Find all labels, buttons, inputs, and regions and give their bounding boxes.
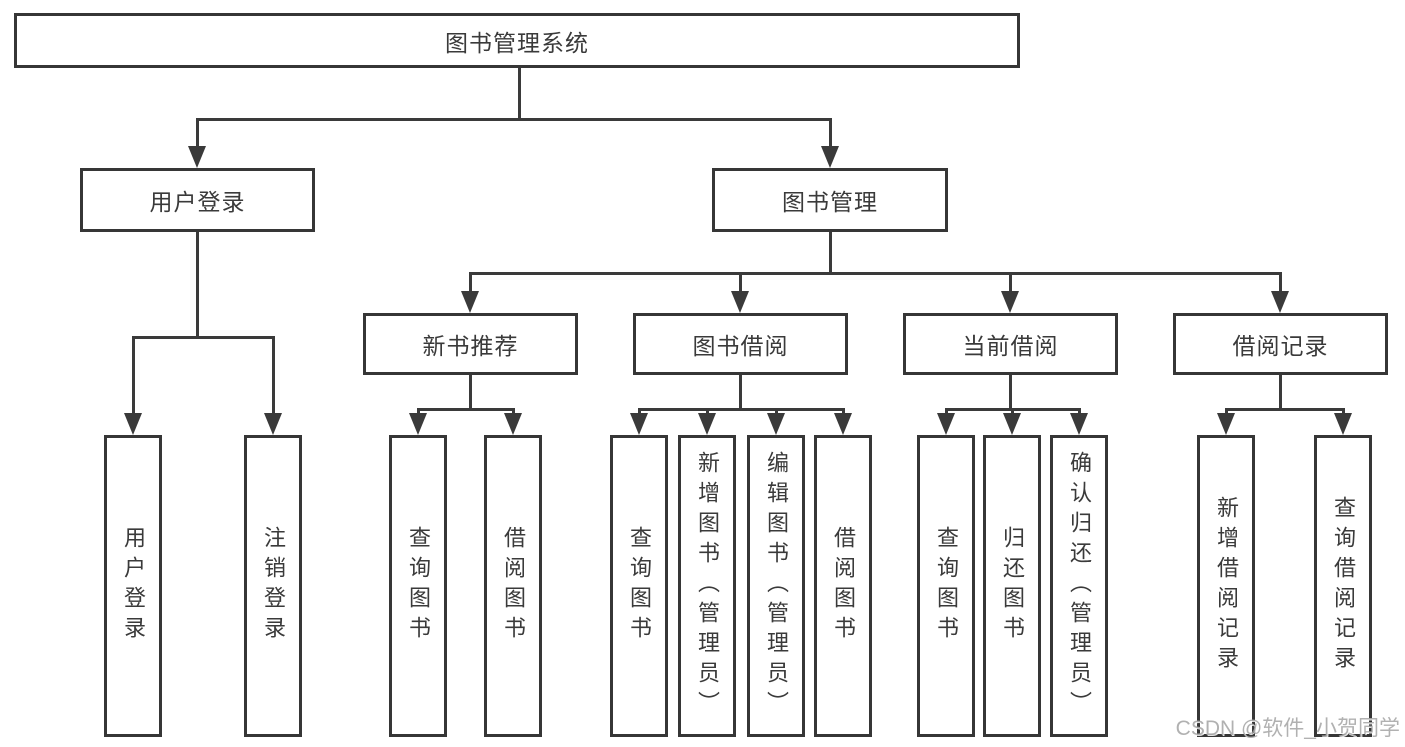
connector-line bbox=[945, 408, 948, 416]
connector-line bbox=[469, 375, 472, 408]
leaf-user-login: 用户登录 bbox=[104, 435, 162, 737]
connector-line bbox=[775, 408, 778, 416]
node-current-borrowing: 当前借阅 bbox=[903, 313, 1118, 375]
connector-line bbox=[417, 408, 515, 411]
leaf-label: 查询图书 bbox=[406, 526, 431, 646]
leaf-label: 确认归还（管理员） bbox=[1067, 451, 1092, 721]
leaf-label: 注销登录 bbox=[261, 526, 286, 646]
connector-line bbox=[739, 375, 742, 408]
arrowhead-down-icon bbox=[1001, 291, 1019, 313]
arrowhead-down-icon bbox=[461, 291, 479, 313]
connector-line bbox=[196, 118, 832, 121]
arrowhead-down-icon bbox=[188, 146, 206, 168]
node-label: 用户登录 bbox=[149, 189, 246, 215]
connector-line bbox=[638, 408, 641, 416]
arrowhead-down-icon bbox=[1217, 413, 1235, 435]
arrowhead-down-icon bbox=[124, 413, 142, 435]
leaf-label: 编辑图书（管理员） bbox=[764, 451, 789, 721]
node-label: 图书管理系统 bbox=[445, 29, 589, 56]
leaf-label: 归还图书 bbox=[1000, 526, 1025, 646]
node-label: 图书管理 bbox=[782, 189, 878, 215]
leaf-edit-books-admin: 编辑图书（管理员） bbox=[747, 435, 805, 737]
leaf-logout: 注销登录 bbox=[244, 435, 302, 737]
leaf-label: 借阅图书 bbox=[501, 526, 526, 646]
node-user-login-branch: 用户登录 bbox=[80, 168, 315, 232]
leaf-query-books-recommend: 查询图书 bbox=[389, 435, 447, 737]
connector-line bbox=[196, 118, 199, 150]
connector-line bbox=[1342, 408, 1345, 416]
connector-line bbox=[132, 336, 135, 415]
leaf-label: 查询借阅记录 bbox=[1331, 496, 1356, 676]
node-library-management-system: 图书管理系统 bbox=[14, 13, 1020, 68]
leaf-label: 查询图书 bbox=[627, 526, 652, 646]
connector-line bbox=[1009, 375, 1012, 408]
arrowhead-down-icon bbox=[698, 413, 716, 435]
leaf-confirm-return-admin: 确认归还（管理员） bbox=[1050, 435, 1108, 737]
connector-line bbox=[132, 336, 275, 339]
arrowhead-down-icon bbox=[937, 413, 955, 435]
connector-line bbox=[1279, 272, 1282, 293]
arrowhead-down-icon bbox=[264, 413, 282, 435]
leaf-query-borrow-record: 查询借阅记录 bbox=[1314, 435, 1372, 737]
connector-line bbox=[1225, 408, 1228, 416]
node-book-borrowing: 图书借阅 bbox=[633, 313, 848, 375]
node-label: 借阅记录 bbox=[1232, 333, 1329, 359]
arrowhead-down-icon bbox=[834, 413, 852, 435]
leaf-return-books: 归还图书 bbox=[983, 435, 1041, 737]
connector-line bbox=[842, 408, 845, 416]
arrowhead-down-icon bbox=[767, 413, 785, 435]
watermark: CSDN @软件_小贺同学 bbox=[1175, 717, 1400, 740]
leaf-add-books-admin: 新增图书（管理员） bbox=[678, 435, 736, 737]
arrowhead-down-icon bbox=[1334, 413, 1352, 435]
connector-line bbox=[1279, 375, 1282, 408]
node-book-management-branch: 图书管理 bbox=[712, 168, 948, 232]
connector-line bbox=[518, 68, 521, 118]
connector-line bbox=[829, 118, 832, 150]
connector-line bbox=[739, 272, 742, 293]
leaf-label: 新增借阅记录 bbox=[1214, 496, 1239, 676]
node-label: 新书推荐 bbox=[422, 333, 519, 359]
leaf-label: 借阅图书 bbox=[831, 526, 856, 646]
connector-line bbox=[196, 232, 199, 336]
connector-line bbox=[469, 272, 472, 293]
node-new-book-recommendation: 新书推荐 bbox=[363, 313, 578, 375]
leaf-query-books-current: 查询图书 bbox=[917, 435, 975, 737]
connector-line bbox=[1225, 408, 1345, 411]
connector-line bbox=[417, 408, 420, 416]
connector-line bbox=[1011, 408, 1014, 416]
leaf-borrow-books: 借阅图书 bbox=[814, 435, 872, 737]
arrowhead-down-icon bbox=[821, 146, 839, 168]
node-label: 图书借阅 bbox=[692, 333, 789, 359]
leaf-label: 查询图书 bbox=[934, 526, 959, 646]
arrowhead-down-icon bbox=[630, 413, 648, 435]
arrowhead-down-icon bbox=[1003, 413, 1021, 435]
arrowhead-down-icon bbox=[731, 291, 749, 313]
leaf-label: 新增图书（管理员） bbox=[695, 451, 720, 721]
connector-line bbox=[512, 408, 515, 416]
connector-line bbox=[829, 232, 832, 272]
leaf-label: 用户登录 bbox=[121, 526, 146, 646]
arrowhead-down-icon bbox=[409, 413, 427, 435]
connector-line bbox=[1078, 408, 1081, 416]
connector-line bbox=[706, 408, 709, 416]
arrowhead-down-icon bbox=[1271, 291, 1289, 313]
arrowhead-down-icon bbox=[504, 413, 522, 435]
connector-line bbox=[1009, 272, 1012, 293]
leaf-borrow-books-recommend: 借阅图书 bbox=[484, 435, 542, 737]
node-borrowing-records: 借阅记录 bbox=[1173, 313, 1388, 375]
node-label: 当前借阅 bbox=[962, 333, 1059, 359]
connector-line bbox=[469, 272, 1282, 275]
leaf-add-borrow-record: 新增借阅记录 bbox=[1197, 435, 1255, 737]
leaf-query-books-borrow: 查询图书 bbox=[610, 435, 668, 737]
connector-line bbox=[272, 336, 275, 415]
connector-line bbox=[638, 408, 845, 411]
arrowhead-down-icon bbox=[1070, 413, 1088, 435]
